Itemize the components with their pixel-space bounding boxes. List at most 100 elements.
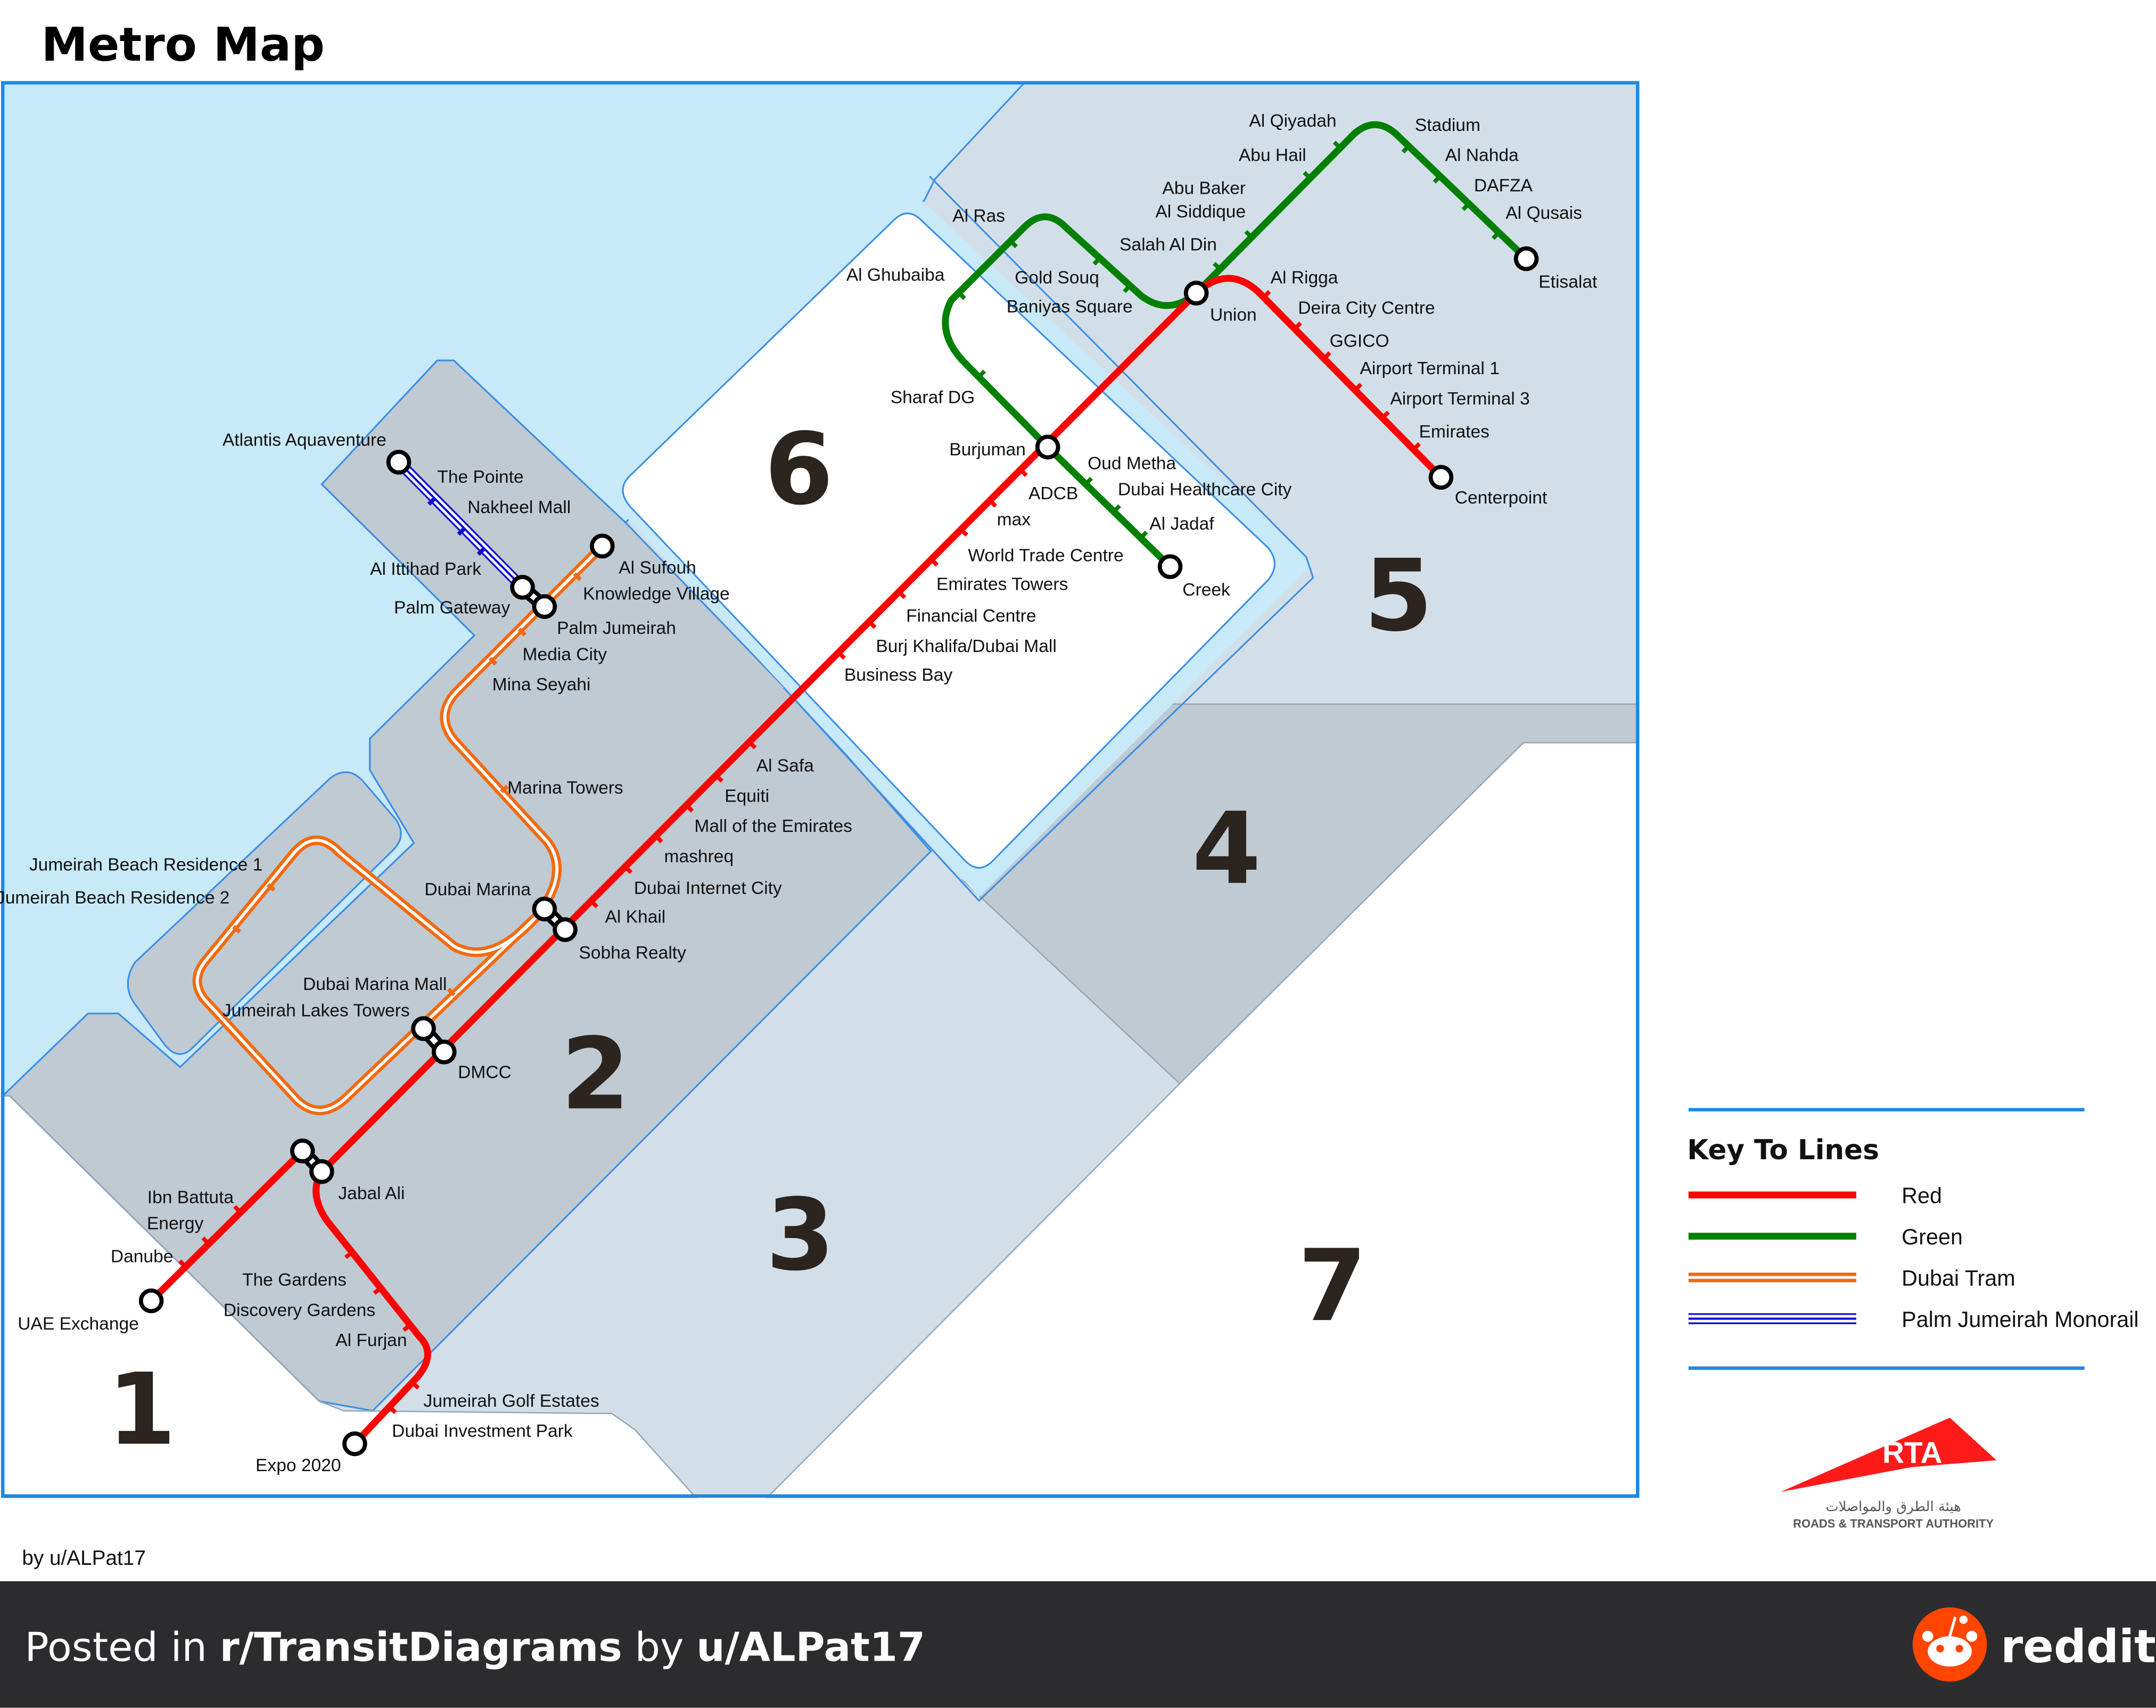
- footer-subreddit-link[interactable]: r/TransitDiagrams: [220, 1624, 622, 1671]
- station-label-tram[interactable]: Marina Towers: [507, 778, 623, 798]
- station-nodes: [138, 246, 1539, 1456]
- station-label-red[interactable]: Burjuman: [949, 440, 1026, 459]
- station-label-red[interactable]: Business Bay: [844, 665, 953, 685]
- station-tick: [427, 497, 437, 506]
- station-label-red[interactable]: max: [997, 510, 1031, 530]
- station-label-red[interactable]: Centerpoint: [1455, 488, 1548, 508]
- station-label-tram[interactable]: Palm Jumeirah: [557, 618, 676, 638]
- station-label-green[interactable]: Al Qusais: [1505, 203, 1582, 223]
- station-label-tram[interactable]: Media City: [523, 645, 607, 664]
- station-label-red[interactable]: Mall of the Emirates: [694, 816, 852, 836]
- station-label-tram[interactable]: Dubai Marina: [424, 880, 531, 900]
- station-label-red[interactable]: Airport Terminal 3: [1390, 389, 1529, 409]
- station-label-red[interactable]: Sobha Realty: [579, 943, 686, 963]
- station-label-monorail[interactable]: Al Ittihad Park: [370, 559, 481, 579]
- station-label-green[interactable]: Sharaf DG: [891, 387, 975, 407]
- reddit-logo-icon[interactable]: [1912, 1607, 1987, 1682]
- station-label-green[interactable]: Creek: [1182, 580, 1230, 600]
- reddit-footer: Posted in r/TransitDiagrams by u/ALPat17…: [0, 1581, 2156, 1708]
- station-circle[interactable]: [138, 1288, 164, 1314]
- station-circle[interactable]: [1428, 465, 1454, 490]
- station-tick: [1293, 321, 1302, 331]
- station-label-red[interactable]: Energy: [147, 1214, 204, 1234]
- station-label-monorail[interactable]: The Pointe: [437, 467, 523, 487]
- station-label-red[interactable]: Jumeirah Golf Estates: [424, 1391, 599, 1411]
- station-label-green[interactable]: Abu Hail: [1239, 146, 1306, 166]
- legend-label-monorail: Palm Jumeirah Monorail: [1902, 1307, 2138, 1332]
- station-label-red[interactable]: Equiti: [725, 786, 769, 806]
- station-label-red[interactable]: Airport Terminal 1: [1360, 359, 1499, 378]
- station-circle[interactable]: [510, 575, 535, 600]
- station-label-red[interactable]: GGICO: [1330, 331, 1389, 351]
- station-label-red[interactable]: Al Khail: [605, 907, 665, 927]
- station-label-monorail[interactable]: Atlantis Aquaventure: [223, 430, 386, 450]
- station-label-red[interactable]: The Gardens: [242, 1270, 347, 1290]
- station-circle[interactable]: [342, 1431, 367, 1456]
- station-label-red[interactable]: Dubai Investment Park: [392, 1422, 573, 1441]
- station-label-red[interactable]: Ibn Battuta: [147, 1188, 234, 1208]
- station-label-green[interactable]: Salah Al Din: [1120, 235, 1217, 255]
- station-label-tram[interactable]: Jumeirah Lakes Towers: [223, 1001, 410, 1020]
- station-label-monorail[interactable]: Nakheel Mall: [467, 498, 571, 517]
- station-circle[interactable]: [532, 594, 557, 619]
- station-label-red[interactable]: Dubai Internet City: [634, 878, 782, 898]
- station-label-tram[interactable]: Jumeirah Beach Residence 2: [0, 888, 229, 907]
- station-circle[interactable]: [1157, 554, 1183, 579]
- station-label-red[interactable]: Danube: [111, 1247, 174, 1267]
- station-circle[interactable]: [386, 450, 412, 475]
- station-label-red[interactable]: ADCB: [1028, 484, 1078, 504]
- station-label-red[interactable]: DMCC: [458, 1063, 512, 1083]
- station-label-monorail[interactable]: Palm Gateway: [394, 598, 510, 617]
- station-label-green[interactable]: Dubai Healthcare City: [1118, 480, 1292, 499]
- footer-user-link[interactable]: u/ALPat17: [696, 1624, 925, 1671]
- station-label-red[interactable]: Emirates: [1419, 422, 1490, 442]
- station-label-red[interactable]: Al Rigga: [1271, 268, 1338, 288]
- station-circle[interactable]: [532, 896, 557, 922]
- station-label-red[interactable]: Financial Centre: [906, 606, 1036, 626]
- station-circle[interactable]: [1183, 280, 1209, 306]
- station-circle[interactable]: [411, 1016, 436, 1041]
- station-label-tram[interactable]: Knowledge Village: [583, 584, 730, 604]
- station-label-green[interactable]: Gold Souq: [1015, 268, 1099, 288]
- station-label-green[interactable]: Baniyas Square: [1007, 297, 1133, 317]
- station-circle[interactable]: [1513, 246, 1539, 271]
- station-label-red[interactable]: UAE Exchange: [18, 1314, 139, 1334]
- station-label-red[interactable]: Discovery Gardens: [224, 1300, 375, 1320]
- station-circle[interactable]: [590, 533, 615, 559]
- station-label-tram[interactable]: Mina Seyahi: [492, 675, 591, 695]
- station-label-green[interactable]: Stadium: [1415, 115, 1480, 135]
- station-label-red[interactable]: Union: [1210, 305, 1257, 325]
- station-label-red[interactable]: Expo 2020: [256, 1456, 341, 1475]
- station-label-green[interactable]: Al Jadaf: [1149, 514, 1214, 534]
- station-label-green[interactable]: Etisalat: [1538, 272, 1598, 292]
- station-label-red[interactable]: Deira City Centre: [1298, 298, 1435, 318]
- station-label-tram[interactable]: Dubai Marina Mall: [303, 975, 447, 994]
- station-tick: [1139, 530, 1148, 540]
- station-circle[interactable]: [290, 1138, 315, 1164]
- station-label-tram[interactable]: Jumeirah Beach Residence 1: [29, 855, 262, 874]
- station-label-red[interactable]: Al Furjan: [335, 1331, 407, 1350]
- station-label-green[interactable]: Al Ras: [952, 206, 1005, 226]
- station-label-tram[interactable]: Al Sufouh: [619, 558, 696, 578]
- station-label-green[interactable]: Al Ghubaiba: [846, 265, 945, 285]
- station-label-red[interactable]: Jabal Ali: [338, 1184, 405, 1203]
- station-tick: [747, 740, 757, 749]
- station-label-green[interactable]: Al Qiyadah: [1249, 111, 1336, 131]
- station-circle[interactable]: [432, 1039, 457, 1065]
- station-circle[interactable]: [553, 917, 578, 942]
- station-label-green[interactable]: DAFZA: [1474, 176, 1533, 196]
- reddit-wordmark: reddit: [2001, 1621, 2156, 1673]
- station-label-green[interactable]: Al Nahda: [1445, 146, 1519, 166]
- station-circle[interactable]: [309, 1159, 334, 1184]
- station-label-red[interactable]: World Trade Centre: [968, 546, 1123, 565]
- station-circle[interactable]: [1035, 434, 1060, 460]
- station-tick: [457, 527, 466, 536]
- legend-label-tram: Dubai Tram: [1902, 1266, 2015, 1291]
- station-label-red[interactable]: Al Safa: [756, 756, 814, 776]
- station-label-red[interactable]: Burj Khalifa/Dubai Mall: [876, 637, 1057, 656]
- station-label-green[interactable]: Oud Metha: [1088, 453, 1176, 473]
- station-label-red[interactable]: Emirates Towers: [936, 575, 1068, 595]
- station-label-red[interactable]: mashreq: [664, 847, 734, 867]
- station-tick: [1491, 231, 1501, 240]
